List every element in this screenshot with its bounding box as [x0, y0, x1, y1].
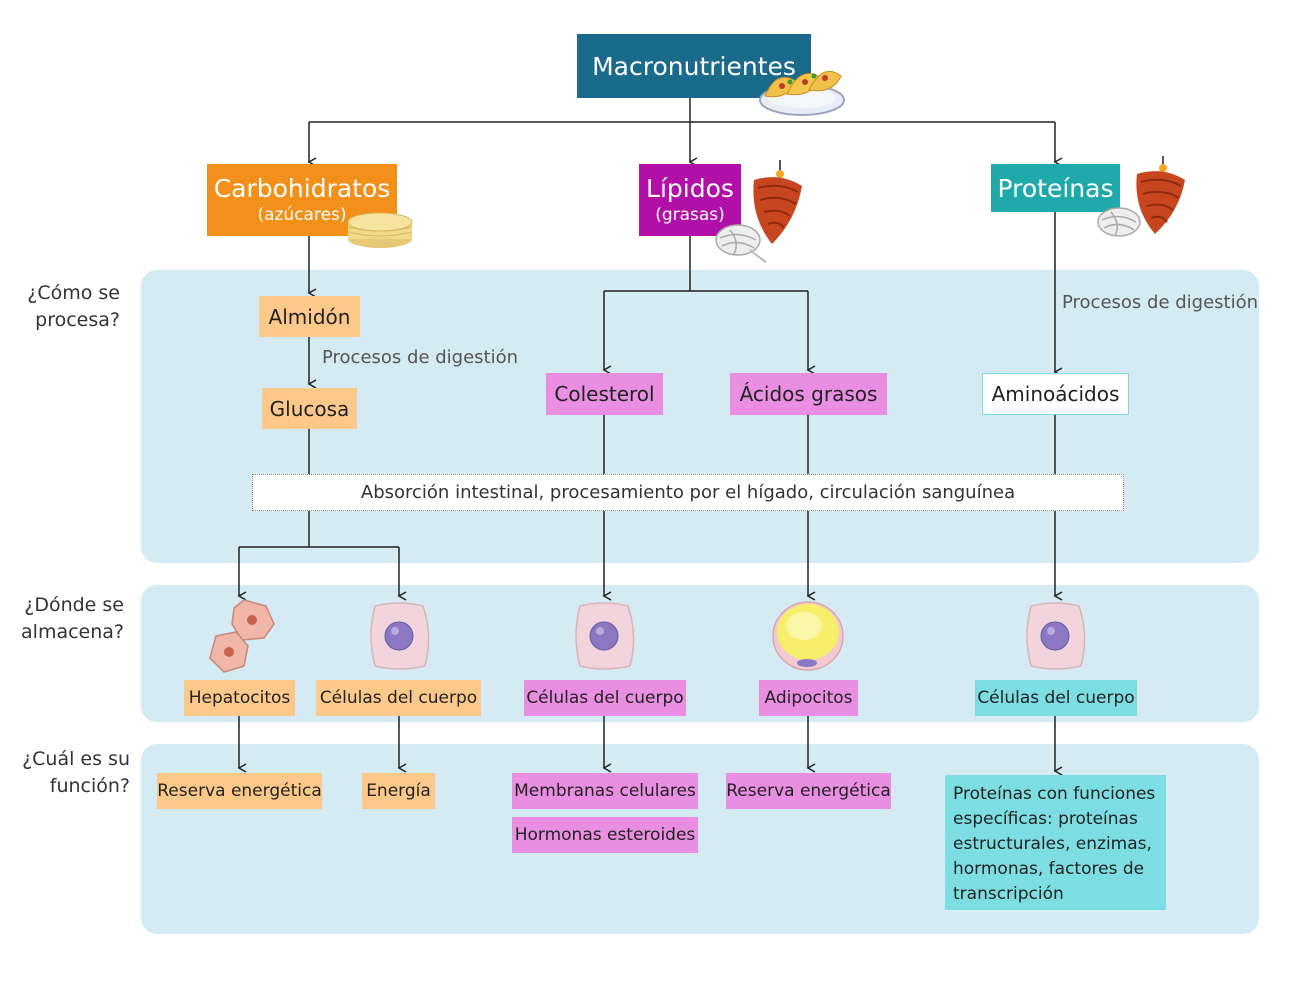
- title-box: Macronutrientes: [577, 34, 811, 98]
- reserva-lipid-label: Reserva energética: [726, 781, 891, 801]
- category-proteinas: Proteínas: [991, 164, 1120, 212]
- category-lipidos-sublabel: (grasas): [655, 205, 725, 225]
- energia-box: Energía: [362, 773, 435, 809]
- membranas-box: Membranas celulares: [512, 773, 698, 809]
- body-cell-icon: [370, 602, 430, 670]
- proteinas-fn-label: Proteínas con funciones específicas: pro…: [953, 784, 1156, 904]
- hormonas-label: Hormonas esteroides: [514, 825, 696, 845]
- celulas-lipid-label: Células del cuerpo: [526, 688, 684, 708]
- colesterol-box: Colesterol: [546, 373, 663, 415]
- hepatocytes-icon: [209, 599, 275, 673]
- membranas-label: Membranas celulares: [514, 781, 696, 801]
- celulas-carb-box: Células del cuerpo: [316, 680, 481, 716]
- category-proteinas-label: Proteínas: [997, 173, 1114, 203]
- celulas-prot-label: Células del cuerpo: [977, 688, 1135, 708]
- acidos-grasos-label: Ácidos grasos: [739, 382, 878, 406]
- almidon-label: Almidón: [268, 304, 351, 329]
- question-function: ¿Cuál es su función?: [22, 748, 130, 797]
- meat-and-onion-icon: [1097, 156, 1185, 237]
- reserva-lipid-box: Reserva energética: [726, 773, 891, 809]
- title-label: Macronutrientes: [592, 51, 796, 81]
- category-lipidos: Lípidos (grasas): [639, 164, 741, 236]
- body-cell-icon: [575, 602, 635, 670]
- tortillas-icon: [347, 212, 413, 248]
- category-carbohidratos-sublabel: (azúcares): [257, 205, 347, 225]
- tacos-icon: [759, 70, 845, 116]
- absorcion-box: Absorción intestinal, procesamiento por …: [252, 474, 1124, 511]
- category-lipidos-label: Lípidos: [646, 174, 734, 203]
- aminoacidos-box: Aminoácidos: [982, 373, 1129, 415]
- adipocitos-box: Adipocitos: [759, 680, 858, 716]
- reserva-carb-label: Reserva energética: [157, 781, 322, 801]
- celulas-carb-label: Células del cuerpo: [319, 688, 478, 708]
- proteinas-fn-box: Proteínas con funciones específicas: pro…: [945, 775, 1166, 910]
- adipocyte-icon: [772, 601, 844, 671]
- adipocitos-label: Adipocitos: [764, 688, 853, 708]
- question-process: ¿Cómo se procesa?: [27, 282, 120, 331]
- digestion-carb-label: Procesos de digestión: [322, 347, 519, 368]
- hormonas-box: Hormonas esteroides: [512, 817, 698, 853]
- meat-and-onion-icon: [715, 160, 802, 263]
- acidos-grasos-box: Ácidos grasos: [730, 373, 887, 415]
- question-store: ¿Dónde se almacena?: [21, 594, 124, 643]
- celulas-prot-box: Células del cuerpo: [975, 680, 1137, 716]
- aminoacidos-label: Aminoácidos: [991, 382, 1120, 406]
- reserva-carb-box: Reserva energética: [157, 773, 322, 809]
- hepatocitos-label: Hepatocitos: [188, 688, 291, 708]
- body-cell-icon: [1026, 602, 1086, 670]
- celulas-lipid-box: Células del cuerpo: [524, 680, 686, 716]
- energia-label: Energía: [366, 781, 431, 801]
- almidon-box: Almidón: [259, 296, 360, 337]
- hepatocitos-box: Hepatocitos: [184, 680, 295, 716]
- colesterol-label: Colesterol: [554, 382, 655, 406]
- glucosa-box: Glucosa: [262, 388, 357, 429]
- absorcion-label: Absorción intestinal, procesamiento por …: [360, 482, 1016, 503]
- category-carbohidratos-label: Carbohidratos: [213, 174, 391, 203]
- digestion-prot-label: Procesos de digestión: [1062, 292, 1259, 313]
- glucosa-label: Glucosa: [269, 396, 350, 421]
